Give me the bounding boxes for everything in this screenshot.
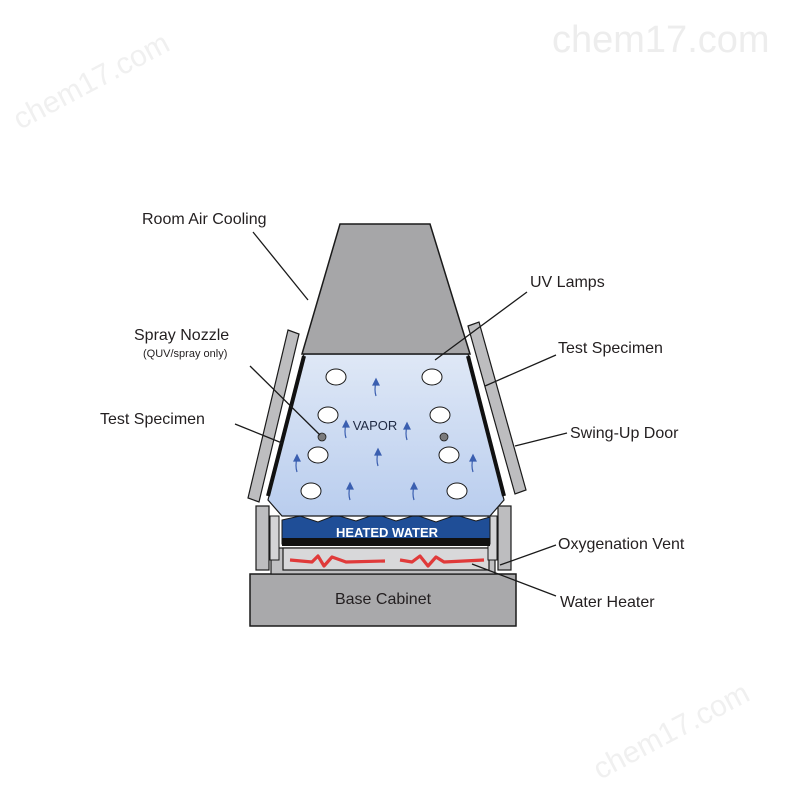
vapor-arrow-icon [374,447,382,467]
vapor-arrow-icon [346,481,354,501]
oxygenation-vent-label: Oxygenation Vent [558,536,685,553]
spray-nozzle-icon [439,432,449,442]
callout-labels: Room Air Cooling UV Lamps Spray Nozzle (… [100,211,685,611]
uv-lamp-icon [446,482,468,500]
vapor-arrow-icon [293,453,301,473]
vapor-arrow-icon [469,453,477,473]
uv-lamps-label: UV Lamps [530,274,605,291]
test-specimen-left-label: Test Specimen [100,411,205,428]
test-specimen-right-label: Test Specimen [558,340,663,357]
water-heater-label: Water Heater [560,594,655,611]
uv-lamp-icon [438,446,460,464]
spray-nozzle-note: (QUV/spray only) [143,348,227,360]
uv-lamps [300,368,468,500]
specimen-walls [266,355,506,497]
heated-water-label: HEATED WATER [336,525,439,540]
uv-lamp-icon [421,368,443,386]
lower-side-panels [255,505,512,571]
uv-lamp-icon [325,368,347,386]
water-heater [282,547,490,571]
vapor-arrow-icon [372,377,380,397]
vapor-arrow-icon [410,481,418,501]
swing-up-door-label: Swing-Up Door [570,425,679,442]
uv-lamp-icon [307,446,329,464]
vapor-arrow-icon [342,419,350,439]
watermark-bottom-right: chem17.com [588,676,755,786]
vapor-label: VAPOR [353,418,398,433]
room-air-cooling-label: Room Air Cooling [142,211,267,228]
leader-lines [234,231,568,597]
heated-water: HEATED WATER [281,513,491,546]
spray-nozzle-label: Spray Nozzle [134,327,229,344]
watermark-top-left: chem17.com [8,26,175,136]
uv-lamp-icon [300,482,322,500]
vapor-chamber: VAPOR [267,353,505,517]
swing-up-doors [247,321,527,503]
base-cabinet-label: Base Cabinet [335,591,432,608]
vapor-arrows [293,377,477,501]
heater-coil-icon [289,554,485,568]
top-housing [300,223,472,355]
uv-lamp-icon [317,406,339,424]
watermark-top-right: chem17.com [552,19,770,61]
uv-lamp-icon [429,406,451,424]
vapor-arrow-icon [403,421,411,441]
